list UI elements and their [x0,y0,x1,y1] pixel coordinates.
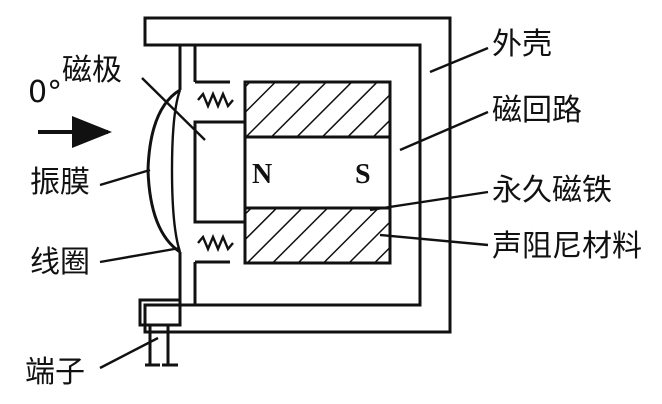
coil-label: 线圈 [30,245,90,280]
leader-magnetic-pole [141,77,206,141]
permanent-magnet [245,135,392,210]
magnetic-circuit-label: 磁回路 [492,93,582,128]
casing-label: 外壳 [492,27,552,62]
casing-lower-stem [178,252,197,305]
leader-coil [99,246,181,264]
leader-magnetic-circuit [399,110,489,152]
magnetic-circuit [195,80,230,264]
acoustic-damping-label: 声阻尼材料 [492,229,642,264]
pole-s-label: S [355,159,371,190]
casing-upper-stem [178,45,197,90]
permanent-magnet-label: 永久磁铁 [492,173,612,208]
leader-casing [429,46,489,74]
leader-permanent-magnet [369,190,489,212]
magnetic-pole-label: 磁极 [62,53,122,88]
damping-block-bottom [243,206,392,265]
casing-outer-frame [143,16,452,334]
coil-spring-top [197,90,234,110]
leader-acoustic-damping [379,233,489,247]
pole-n-label: N [252,159,272,190]
terminal-label: 端子 [25,355,85,390]
damping-block-top [243,80,392,139]
coil-spring-bottom [197,233,234,253]
leader-terminal [99,336,159,370]
diaphragm-inner [170,89,182,253]
terminal [138,298,182,367]
angle-label: 0° [28,75,62,110]
leader-diaphragm [99,168,151,187]
diaphragm-label: 振膜 [30,165,90,200]
